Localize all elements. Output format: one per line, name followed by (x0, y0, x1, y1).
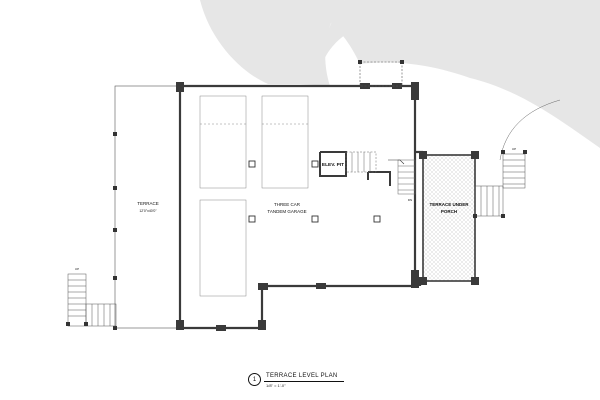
right-stair (474, 153, 526, 217)
site-curve-right (318, 0, 600, 148)
terrace-size-label: 12'0"x40'0" (139, 209, 157, 213)
elevator-pit-walls (319, 151, 391, 186)
center-stair (345, 151, 416, 195)
garage-label-line1: THREE CAR (274, 202, 301, 207)
porch-label-line2: PORCH (441, 209, 457, 214)
garage-walls (178, 84, 423, 330)
title-underline (264, 381, 344, 382)
stair-up-mark-left: UP (75, 267, 79, 271)
drawing-scale: 1/8" = 1'-0" (266, 383, 286, 388)
right-stair-posts (473, 150, 527, 218)
elevator-pit-label: ELEV. PIT (322, 162, 344, 168)
left-stair-posts (66, 322, 88, 326)
drawing-number-callout: 1 (248, 373, 261, 386)
porch-posts (419, 151, 479, 285)
garage-columns (248, 160, 381, 223)
drawing-title: TERRACE LEVEL PLAN (266, 373, 338, 379)
stair-dn-mark: DN (408, 198, 412, 202)
car-outlines (199, 95, 309, 297)
terrace-posts (113, 132, 117, 330)
top-bay-posts (358, 60, 404, 64)
top-bay (359, 61, 403, 87)
terrace-label: TERRACE (137, 201, 159, 206)
left-stair (67, 273, 117, 327)
porch-label-line1: TERRACE UNDER (429, 202, 469, 207)
site-curve-left (200, 0, 345, 84)
garage-label-line2: TANDEM GARAGE (267, 209, 306, 214)
terrace-area (114, 85, 181, 329)
stair-up-mark-right: UP (512, 147, 516, 151)
porch-area (422, 154, 476, 282)
